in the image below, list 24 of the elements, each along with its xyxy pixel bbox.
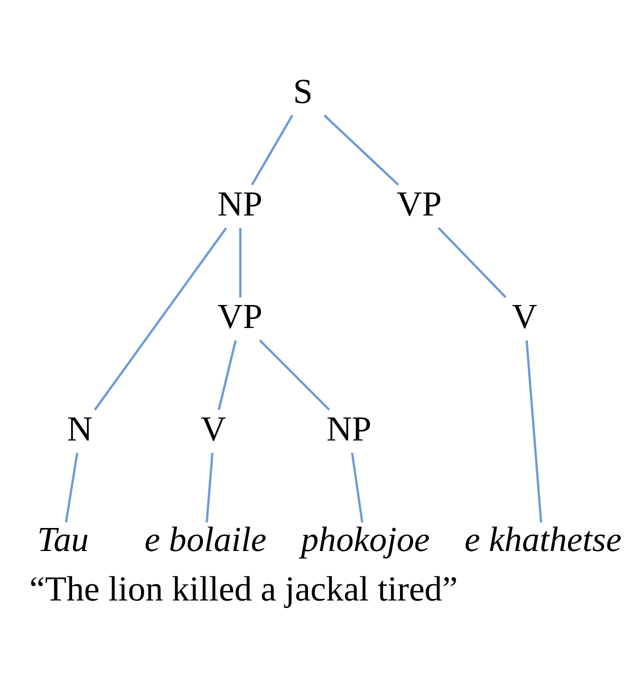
node-text: NP <box>326 409 372 448</box>
node-text: phokojoe <box>300 520 430 560</box>
node-text: NP <box>217 184 262 224</box>
connector <box>206 452 214 522</box>
caption: “The lion killed a jackal tired” <box>29 569 458 608</box>
node-text: N <box>67 409 93 448</box>
node-text: V <box>512 296 538 336</box>
connector <box>351 452 364 522</box>
connector <box>526 340 542 523</box>
node-text: Tau <box>37 520 89 560</box>
node-text: VP <box>396 184 442 224</box>
connector <box>259 340 330 411</box>
connector <box>438 227 507 298</box>
connector <box>94 227 228 411</box>
node-text: e bolaile <box>144 520 267 560</box>
connector <box>250 114 294 186</box>
connector <box>324 114 400 186</box>
connector <box>64 452 78 522</box>
node-text: e khathetse <box>464 520 622 560</box>
node-text: VP <box>217 296 262 336</box>
node-text: V <box>200 409 226 448</box>
node-text: S <box>293 72 313 111</box>
connector <box>218 340 237 410</box>
connector <box>239 228 242 298</box>
